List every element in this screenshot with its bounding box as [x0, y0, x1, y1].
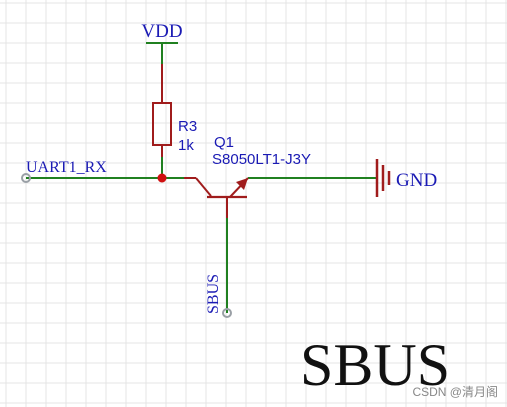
gnd-label: GND [396, 170, 437, 191]
r3-value: 1k [178, 137, 194, 154]
q1-emitter-arrow [236, 178, 248, 190]
r3-designator: R3 [178, 118, 197, 135]
junction-dot [157, 173, 167, 183]
q1-base-to-bar [195, 177, 212, 197]
vdd-label: VDD [141, 21, 182, 42]
uart-port-end[interactable] [21, 173, 31, 183]
vdd-power-symbol: VDD [141, 21, 183, 44]
sbus-port-end[interactable] [222, 308, 232, 318]
q1-designator: Q1 [214, 134, 234, 151]
gnd-symbol: GND [375, 159, 437, 197]
resistor-r3[interactable]: R3 1k [152, 64, 197, 157]
uart-net-label: UART1_RX [26, 159, 107, 176]
q1-part-number: S8050LT1-J3Y [212, 151, 311, 168]
csdn-watermark: CSDN @清月阁 [412, 385, 498, 399]
sbus-title: SBUS [300, 332, 450, 398]
sbus-net-label: SBUS [205, 274, 222, 314]
transistor-q1[interactable]: Q1 S8050LT1-J3Y [184, 134, 311, 218]
r3-body [152, 102, 172, 146]
